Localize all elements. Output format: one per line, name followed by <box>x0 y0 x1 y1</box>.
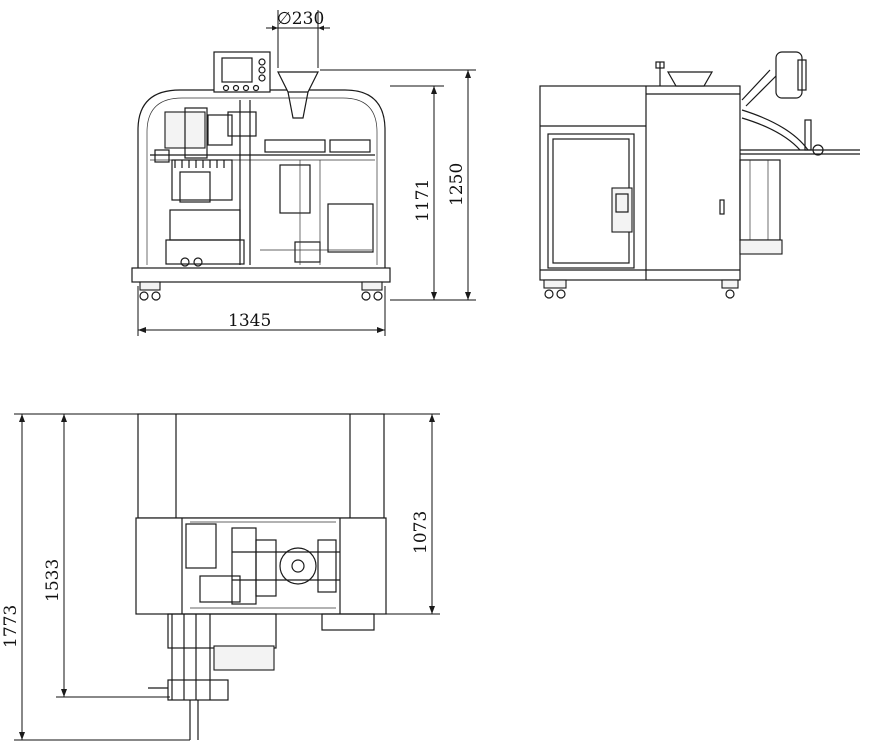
dim-diameter: ∅230 <box>277 9 324 29</box>
dim-height-total: 1250 <box>447 163 467 206</box>
top-lower-block <box>135 517 387 615</box>
front-frame <box>137 89 386 271</box>
dim-top-depth-mid: 1533 <box>43 559 63 602</box>
front-casters <box>139 281 383 301</box>
side-view <box>539 51 860 299</box>
side-screen <box>775 51 803 99</box>
side-door <box>547 133 635 269</box>
top-roller <box>279 547 317 585</box>
side-casters <box>543 279 739 299</box>
top-upper-block <box>137 413 385 519</box>
front-base <box>131 267 391 283</box>
top-view <box>135 413 387 740</box>
hopper <box>277 71 319 93</box>
front-view <box>131 51 391 301</box>
dim-front-width: 1345 <box>228 311 271 331</box>
side-body <box>539 85 741 281</box>
dim-top-depth-body: 1073 <box>411 511 431 554</box>
dim-height-body: 1171 <box>413 179 433 222</box>
dim-top-depth-total: 1773 <box>1 605 21 648</box>
dimension-lines <box>14 10 476 741</box>
side-hopper <box>666 71 714 87</box>
